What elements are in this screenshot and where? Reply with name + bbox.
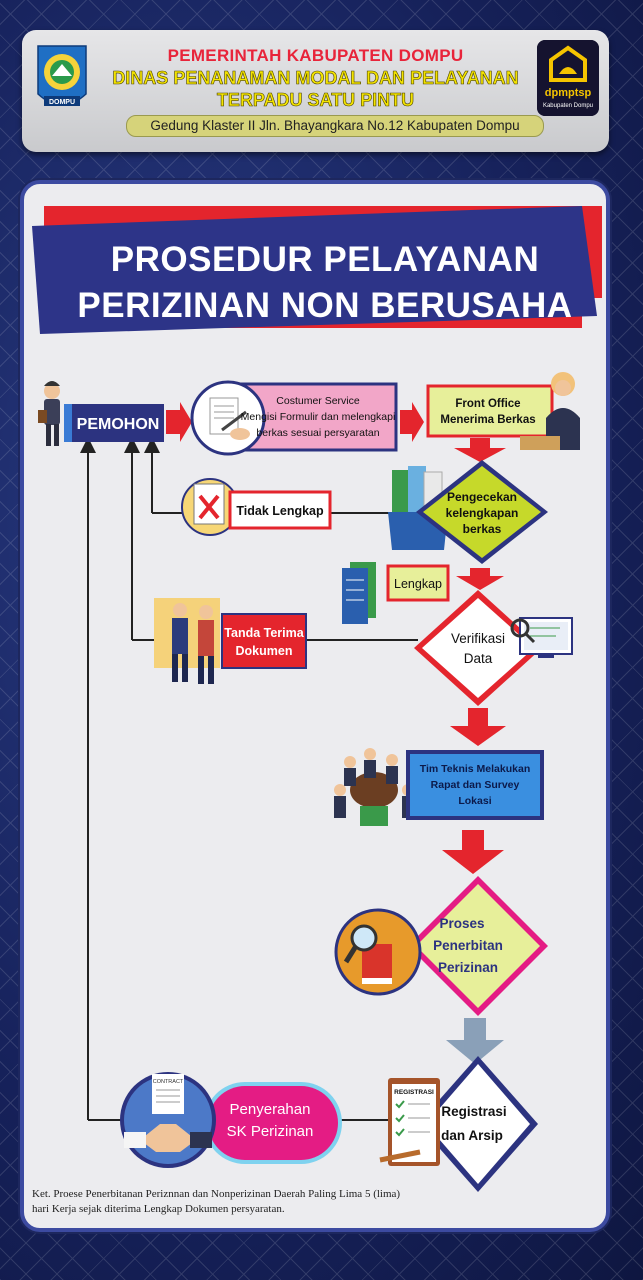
pemohon-node: PEMOHON bbox=[38, 381, 164, 446]
tim-teknis-node: Tim Teknis Melakukan Rapat dan Survey Lo… bbox=[334, 748, 544, 826]
tanda-line-2: Dokumen bbox=[236, 644, 293, 658]
title-banner bbox=[32, 206, 602, 334]
tidak-lengkap-node: Tidak Lengkap bbox=[181, 478, 332, 536]
proses-line-3: Perizinan bbox=[438, 960, 498, 975]
arrow-down-1 bbox=[454, 438, 506, 462]
cek-line-1: Pengecekan bbox=[447, 490, 517, 504]
documents-stack-icon bbox=[342, 562, 376, 624]
tanda-line-1: Tanda Terima bbox=[224, 626, 304, 640]
sk-line-2: SK Perizinan bbox=[227, 1123, 314, 1140]
registrasi-doc-label: REGISTRASI bbox=[394, 1089, 434, 1096]
feedback-lines bbox=[80, 437, 418, 1121]
contract-handshake-icon: CONTRACT bbox=[120, 1072, 216, 1168]
proses-line-1: Proses bbox=[439, 916, 484, 931]
note-line-1: Ket. Proese Penerbitanan Periznnan dan N… bbox=[32, 1188, 401, 1200]
cek-line-2: kelengkapan bbox=[446, 506, 519, 520]
proses-penerbitan-node: Proses Penerbitan Perizinan bbox=[334, 876, 548, 1016]
address-bar: Gedung Klaster II Jln. Bhayangkara No.12… bbox=[126, 115, 544, 137]
customer-service-node: Costumer Service Mengisi Formulir dan me… bbox=[190, 380, 398, 456]
proses-line-2: Penerbitan bbox=[433, 938, 503, 953]
arrow-right-1 bbox=[166, 402, 192, 442]
reject-clipboard-icon bbox=[193, 483, 225, 525]
sk-line-1: Penyerahan bbox=[230, 1101, 311, 1118]
tim-line-2: Rapat dan Survey bbox=[431, 779, 520, 791]
fo-line-2: Menerima Berkas bbox=[440, 414, 535, 426]
header-line-2: DINAS PENANAMAN MODAL DAN PELAYANAN bbox=[112, 68, 519, 89]
arrow-right-2 bbox=[400, 402, 424, 442]
cs-title: Costumer Service bbox=[276, 395, 360, 407]
note-line-2: hari Kerja sejak diterima Lengkap Dokume… bbox=[32, 1203, 285, 1215]
cs-line-1: Mengisi Formulir dan melengkapi bbox=[241, 411, 396, 423]
handshake-people-icon bbox=[172, 603, 214, 684]
front-office-node: Front Office Menerima Berkas bbox=[426, 372, 580, 450]
cs-line-2: berkas sesuai persyaratan bbox=[256, 427, 379, 439]
note: Ket. Proese Penerbitanan Periznnan dan N… bbox=[32, 1187, 472, 1217]
reg-line-2: dan Arsip bbox=[441, 1128, 503, 1143]
dompu-emblem-icon: DOMPU bbox=[37, 45, 87, 106]
verif-line-2: Data bbox=[464, 651, 493, 666]
receptionist-icon bbox=[520, 372, 580, 450]
logo-right-sub: Kabupaten Dompu bbox=[543, 103, 593, 109]
header: DOMPU PEMERINTAH KABUPATEN DOMPU DINAS P… bbox=[22, 30, 609, 152]
arrow-down-5 bbox=[446, 1018, 504, 1064]
contract-doc-label: CONTRACT bbox=[153, 1079, 184, 1085]
header-line-3: TERPADU SATU PINTU bbox=[216, 90, 415, 111]
title-line-2: PERIZINAN NON BERUSAHA bbox=[77, 286, 573, 325]
reg-line-1: Registrasi bbox=[441, 1104, 506, 1119]
tidak-lengkap-label: Tidak Lengkap bbox=[236, 504, 324, 518]
verif-line-1: Verifikasi bbox=[451, 631, 505, 646]
registrasi-node: Registrasi dan Arsip REGISTRASI bbox=[379, 1056, 538, 1192]
pemohon-label: PEMOHON bbox=[77, 416, 160, 433]
lengkap-node: Lengkap bbox=[342, 562, 450, 624]
lengkap-label: Lengkap bbox=[394, 577, 442, 591]
logo-left-text: DOMPU bbox=[49, 99, 75, 106]
cek-line-3: berkas bbox=[463, 522, 502, 536]
dpmptsp-logo-icon: dpmptsp Kabupaten Dompu bbox=[537, 40, 599, 116]
magnifier-book-icon bbox=[334, 908, 422, 996]
form-filling-icon bbox=[209, 397, 250, 440]
verifikasi-node: Verifikasi Data bbox=[414, 590, 573, 706]
arrow-down-2 bbox=[456, 568, 504, 590]
tanda-terima-node: Tanda Terima Dokumen bbox=[154, 598, 307, 684]
magnifier-monitor-icon bbox=[510, 617, 573, 658]
fo-line-1: Front Office bbox=[455, 398, 520, 410]
meeting-table-icon bbox=[334, 748, 414, 826]
pengecekan-node: Pengecekan kelengkapan berkas bbox=[416, 460, 548, 564]
title-line-1: PROSEDUR PELAYANAN bbox=[110, 240, 540, 279]
penyerahan-sk-node: Penyerahan SK Perizinan CONTRACT bbox=[120, 1072, 342, 1168]
logo-right-text: dpmptsp bbox=[545, 87, 592, 99]
tim-line-3: Lokasi bbox=[458, 795, 491, 807]
header-line-1: PEMERINTAH KABUPATEN DOMPU bbox=[167, 46, 464, 65]
arrow-down-4 bbox=[442, 830, 504, 874]
registration-clipboard-icon: REGISTRASI bbox=[379, 1078, 440, 1166]
main-panel bbox=[20, 180, 610, 1232]
arrow-down-3 bbox=[450, 708, 506, 746]
tim-line-1: Tim Teknis Melakukan bbox=[420, 763, 531, 775]
applicant-person-icon bbox=[38, 381, 60, 446]
